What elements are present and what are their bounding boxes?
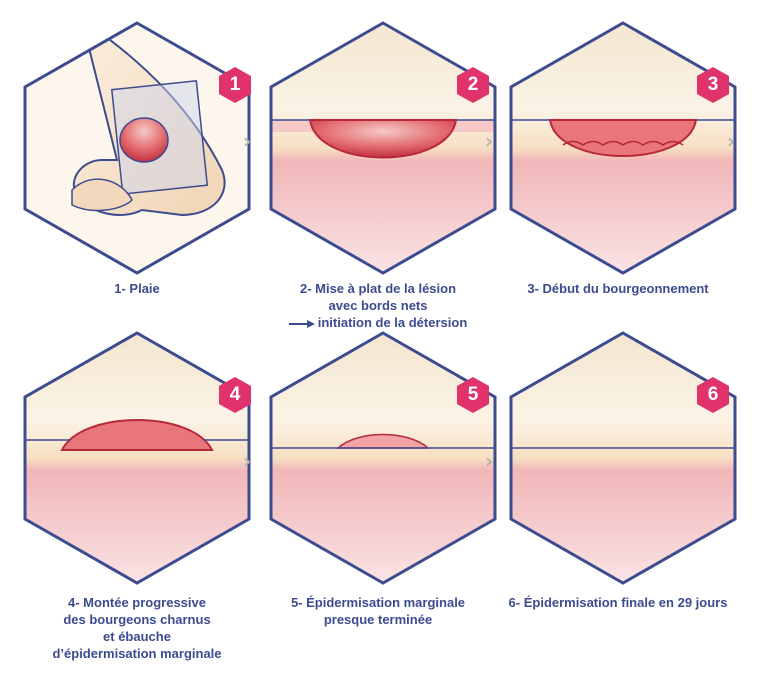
detersion-line: initiation de la détersion	[258, 314, 498, 331]
stage-1-caption: 1- Plaie	[114, 281, 160, 296]
stage-2-panel	[268, 20, 498, 276]
stage-1-panel	[22, 20, 252, 276]
stage-badge: 3	[696, 66, 730, 104]
stage-badge: 2	[456, 66, 490, 104]
chevron-right-icon: ›	[485, 449, 494, 473]
chevron-right-icon: ›	[485, 129, 494, 153]
stage-3-panel	[508, 20, 738, 276]
chevron-right-icon: ›	[727, 129, 736, 153]
stage-badge: 4	[218, 376, 252, 414]
stage-3-caption: 3- Début du bourgeonnement	[527, 281, 709, 296]
stage-6-caption: 6- Épidermisation finale en 29 jours	[508, 595, 728, 610]
stage-2-caption: 2- Mise à plat de la lésion avec bords n…	[258, 280, 498, 331]
chevron-right-icon: ›	[243, 449, 252, 473]
chevron-right-icon: ›	[243, 129, 252, 153]
stage-6-panel	[508, 330, 738, 586]
stage-badge: 1	[218, 66, 252, 104]
right-arrow-icon	[288, 319, 315, 328]
stage-4-caption: 4- Montée progressive des bourgeons char…	[52, 595, 222, 661]
stage-badge: 6	[696, 376, 730, 414]
stage-badge: 5	[456, 376, 490, 414]
stage-5-caption: 5- Épidermisation marginale presque term…	[290, 595, 466, 627]
stage-4-panel	[22, 330, 252, 586]
stage-5-panel	[268, 330, 498, 586]
